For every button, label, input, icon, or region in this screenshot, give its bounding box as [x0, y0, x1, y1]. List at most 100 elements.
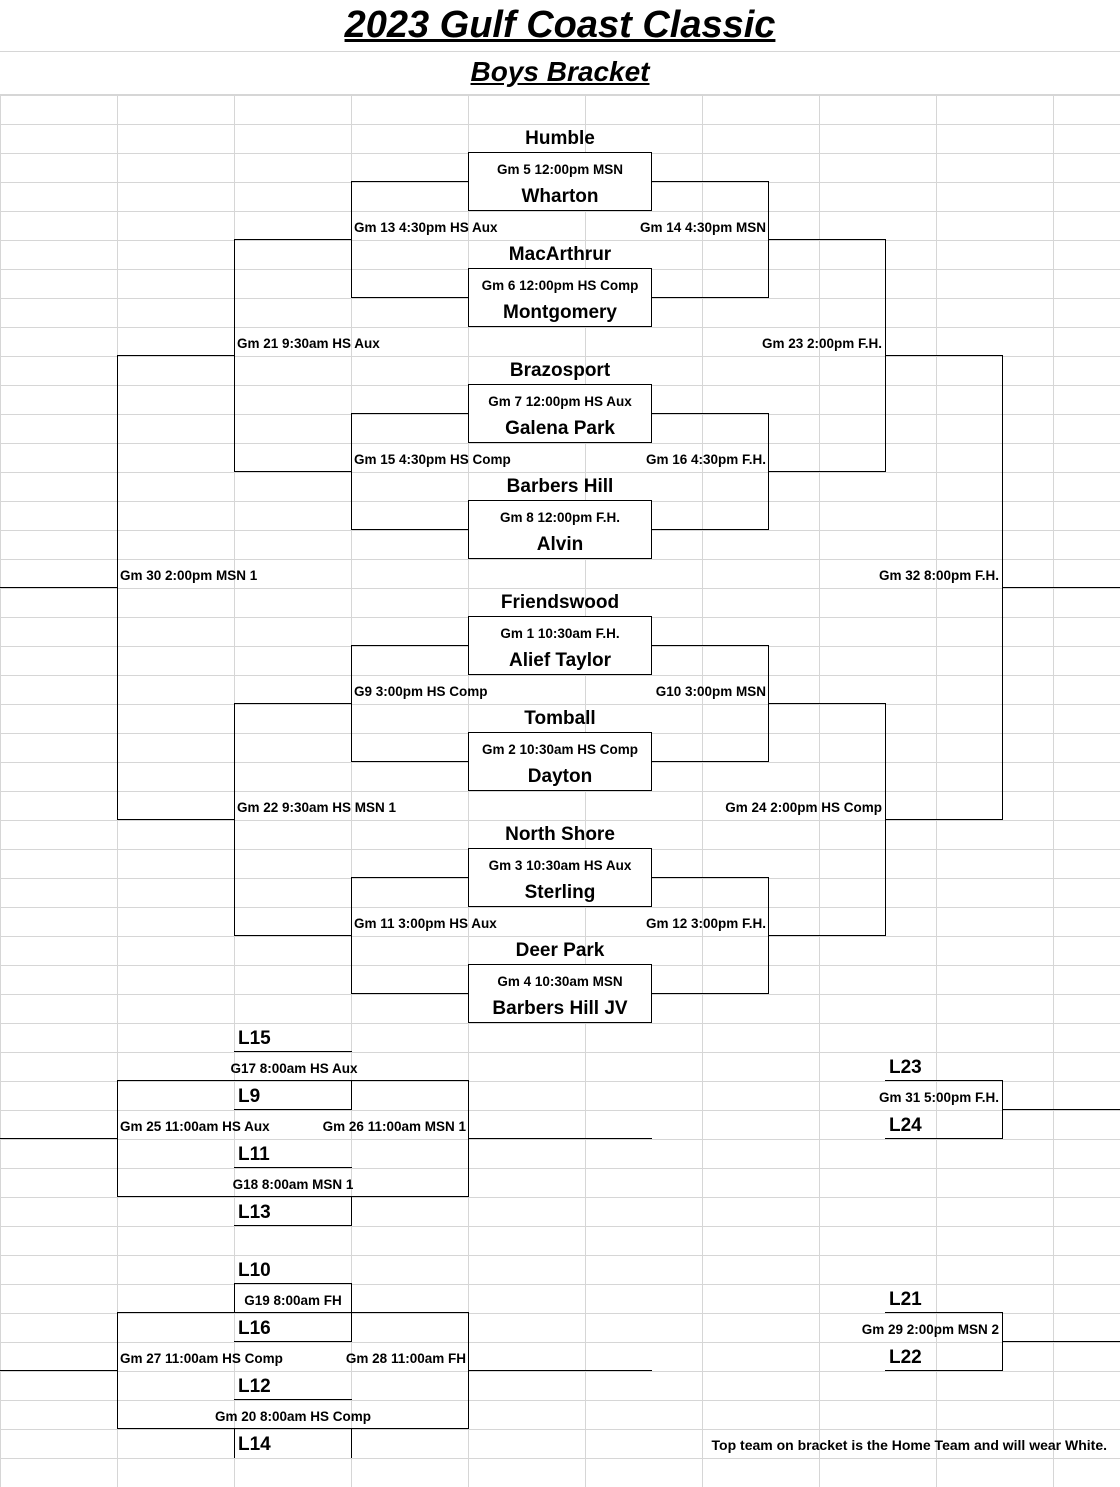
loser-label: L24 [889, 1115, 922, 1136]
bracket-line [234, 1225, 352, 1226]
team-name: Brazosport [509, 360, 611, 381]
game-label: Gm 21 9:30am HS Aux [237, 336, 380, 351]
bracket-line [768, 471, 886, 472]
game-label: Gm 7 12:00pm HS Aux [488, 394, 632, 409]
game-box-gm4 [468, 964, 652, 1023]
team-name: Friendswood [500, 592, 620, 613]
subtitle-band [0, 52, 1120, 95]
game-label: Gm 8 12:00pm F.H. [499, 510, 621, 525]
game-label: Gm 11 3:00pm HS Aux [354, 916, 497, 931]
page-title: 2023 Gulf Coast Classic [344, 4, 776, 46]
bracket-line [0, 1138, 118, 1139]
game-label: Gm 15 4:30pm HS Comp [354, 452, 511, 467]
game-label: Gm 12 3:00pm F.H. [645, 916, 766, 931]
loser-label: L11 [238, 1144, 270, 1165]
bracket-line [651, 181, 769, 182]
game-label: Gm 25 11:00am HS Aux [120, 1119, 270, 1134]
bracket-line [117, 1428, 469, 1429]
team-name: MacArthrur [508, 244, 612, 265]
bracket-line [651, 877, 769, 878]
game-label: Gm 24 2:00pm HS Comp [725, 800, 882, 815]
loser-label: L22 [889, 1347, 922, 1368]
bracket-line [651, 645, 769, 646]
bracket-line [768, 239, 886, 240]
bracket-line [234, 1399, 352, 1400]
game-label: Gm 30 2:00pm MSN 1 [120, 568, 258, 583]
bracket-line [885, 819, 1003, 820]
team-name: Galena Park [505, 418, 615, 439]
bracket-line [234, 1283, 352, 1284]
game-box-gm3 [468, 848, 652, 907]
bracket-line [468, 1370, 652, 1371]
bracket-line [1002, 1341, 1120, 1342]
team-name: Barbers Hill JV [492, 998, 628, 1019]
game-label: Gm 20 8:00am HS Comp [214, 1409, 372, 1424]
game-label: Gm 14 4:30pm MSN [639, 220, 766, 235]
team-name: Sterling [524, 882, 596, 903]
game-label: G18 8:00am MSN 1 [232, 1177, 354, 1192]
game-box-gm7 [468, 384, 652, 443]
bracket-line [117, 1196, 469, 1197]
team-name: Alief Taylor [508, 650, 612, 671]
bracket-line [234, 703, 352, 704]
game-label: G10 3:00pm MSN [655, 684, 766, 699]
page-subtitle: Boys Bracket [470, 56, 650, 87]
bracket-line [351, 297, 469, 298]
bracket-line [234, 239, 352, 240]
team-name: North Shore [505, 824, 615, 845]
bracket-line [234, 1428, 235, 1458]
game-label: Gm 28 11:00am FH [345, 1351, 466, 1366]
bracket-line [768, 703, 886, 704]
bracket-line [117, 819, 235, 820]
game-label: G9 3:00pm HS Comp [354, 684, 488, 699]
bracket-line [885, 355, 1003, 356]
bracket-line [651, 413, 769, 414]
bracket-line [234, 935, 352, 936]
team-name: Barbers Hill [506, 476, 614, 497]
bracket-line [0, 587, 118, 588]
bracket-line [0, 1370, 118, 1371]
game-label: Gm 32 8:00pm F.H. [878, 568, 999, 583]
game-label: Gm 3 10:30am HS Aux [488, 858, 632, 873]
game-label: Gm 2 10:30am HS Comp [481, 742, 639, 757]
loser-label: L14 [238, 1434, 271, 1455]
bracket-line [651, 993, 769, 994]
bracket-line [351, 761, 469, 762]
bracket-line [117, 355, 235, 356]
game-box-gm2 [468, 732, 652, 791]
bracket-line [885, 1312, 1003, 1313]
bracket-line [351, 645, 469, 646]
bracket-line [117, 1080, 469, 1081]
game-label: Gm 5 12:00pm MSN [496, 162, 624, 177]
game-label: Gm 16 4:30pm F.H. [645, 452, 766, 467]
game-label: Gm 1 10:30am F.H. [500, 626, 620, 641]
bracket-line [234, 1167, 352, 1168]
bracket-line [885, 1370, 1003, 1371]
game-label: Gm 13 4:30pm HS Aux [354, 220, 498, 235]
game-label: Gm 22 9:30am HS MSN 1 [237, 800, 397, 815]
bracket-line [351, 1196, 352, 1226]
bracket-line [351, 1080, 352, 1110]
bracket-line [351, 181, 469, 182]
bracket-line [234, 1109, 352, 1110]
bracket-line [351, 993, 469, 994]
team-name: Humble [525, 128, 595, 149]
game-label: Gm 6 12:00pm HS Comp [481, 278, 639, 293]
bracket-line [1002, 587, 1120, 588]
game-box-gm1 [468, 616, 652, 675]
bracket-line [1002, 1109, 1120, 1110]
loser-label: L13 [238, 1202, 271, 1223]
bracket-line [651, 297, 769, 298]
loser-label: L10 [238, 1260, 271, 1281]
bracket-line [351, 877, 469, 878]
loser-label: L21 [889, 1289, 922, 1310]
bracket-line [351, 529, 469, 530]
title-band [0, 0, 1120, 52]
bracket-line [234, 1283, 235, 1313]
loser-label: L23 [889, 1057, 922, 1078]
game-label: Gm 31 5:00pm F.H. [878, 1090, 999, 1105]
team-name: Alvin [536, 534, 584, 555]
game-box-gm8 [468, 500, 652, 559]
loser-label: L15 [238, 1028, 271, 1049]
bracket-line [885, 1080, 1003, 1081]
